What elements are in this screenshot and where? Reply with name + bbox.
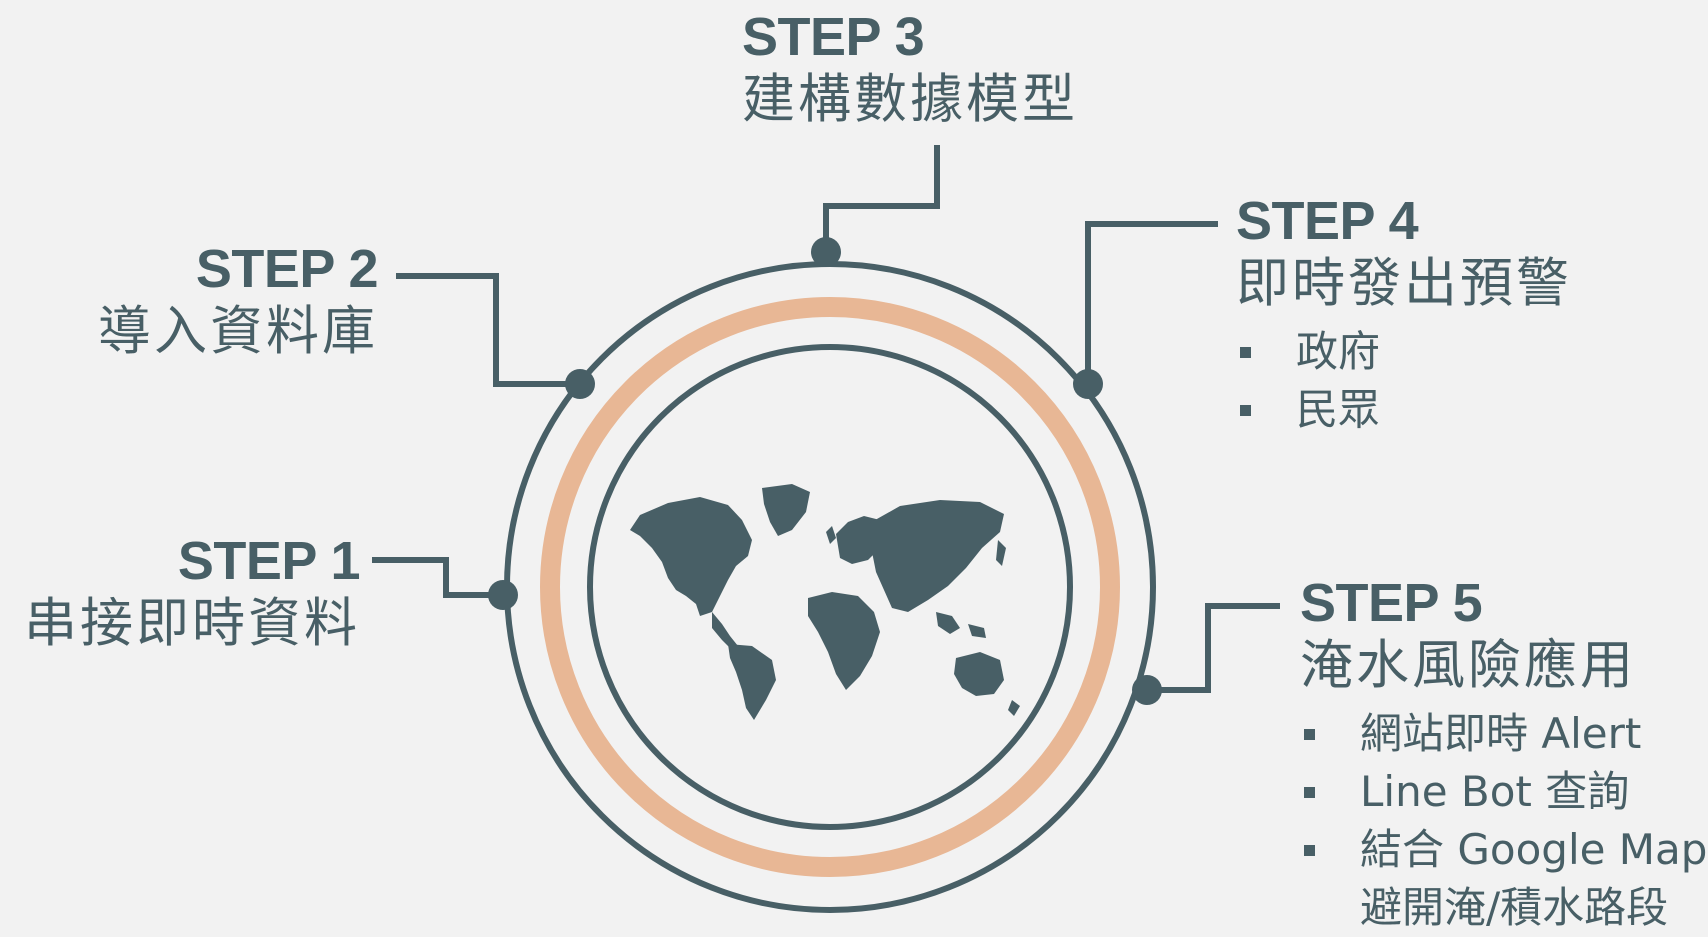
step-2-label: STEP 2 — [195, 239, 379, 299]
bullet-icon — [1240, 347, 1251, 359]
step-5: STEP 5 淹水風險應用 網站即時 Alert Line Bot 查詢 結合 … — [1300, 572, 1707, 937]
step5-node — [1132, 675, 1162, 705]
step-2-title: 導入資料庫 — [98, 301, 378, 363]
step2-connector — [396, 273, 580, 387]
step-1-title: 串接即時資料 — [24, 593, 360, 655]
bullet-icon — [1304, 845, 1315, 857]
bullet-icon — [1304, 787, 1315, 799]
step3-node — [811, 237, 841, 267]
step-4-bullets: 政府 民眾 — [1234, 323, 1572, 439]
step1-connector — [372, 557, 503, 598]
step3-connector — [823, 145, 940, 252]
inner-ring — [587, 344, 1073, 830]
step-4-label: STEP 4 — [1236, 191, 1419, 251]
step-4: STEP 4 即時發出預警 政府 民眾 — [1236, 190, 1572, 439]
step-5-label: STEP 5 — [1300, 573, 1483, 633]
step4-connector — [1085, 221, 1218, 384]
outer-ring — [504, 261, 1156, 913]
bullet-icon — [1304, 729, 1315, 741]
step-1-label: STEP 1 — [177, 531, 361, 591]
step-2: STEP 2 導入資料庫 — [98, 238, 379, 363]
step-1: STEP 1 串接即時資料 — [24, 530, 361, 655]
bullet-icon — [1240, 405, 1251, 417]
step-5-title: 淹水風險應用 — [1300, 635, 1636, 697]
step-4-title: 即時發出預警 — [1236, 253, 1572, 315]
world-map-icon — [630, 484, 1020, 720]
step1-node — [488, 580, 518, 610]
step-3-label: STEP 3 — [742, 7, 925, 67]
step-3-title: 建構數據模型 — [742, 69, 1078, 131]
list-item: Line Bot 查詢 — [1298, 763, 1707, 821]
step4-node — [1073, 369, 1103, 399]
list-item: 政府 — [1234, 323, 1572, 381]
step5-connector — [1147, 603, 1280, 693]
accent-ring — [540, 297, 1120, 877]
step2-node — [565, 369, 595, 399]
list-item-continuation: 避開淹/積水路段 — [1360, 883, 1669, 933]
list-item: 民眾 — [1234, 381, 1572, 439]
step-3: STEP 3 建構數據模型 — [742, 6, 1078, 131]
list-item: 網站即時 Alert — [1298, 705, 1707, 763]
